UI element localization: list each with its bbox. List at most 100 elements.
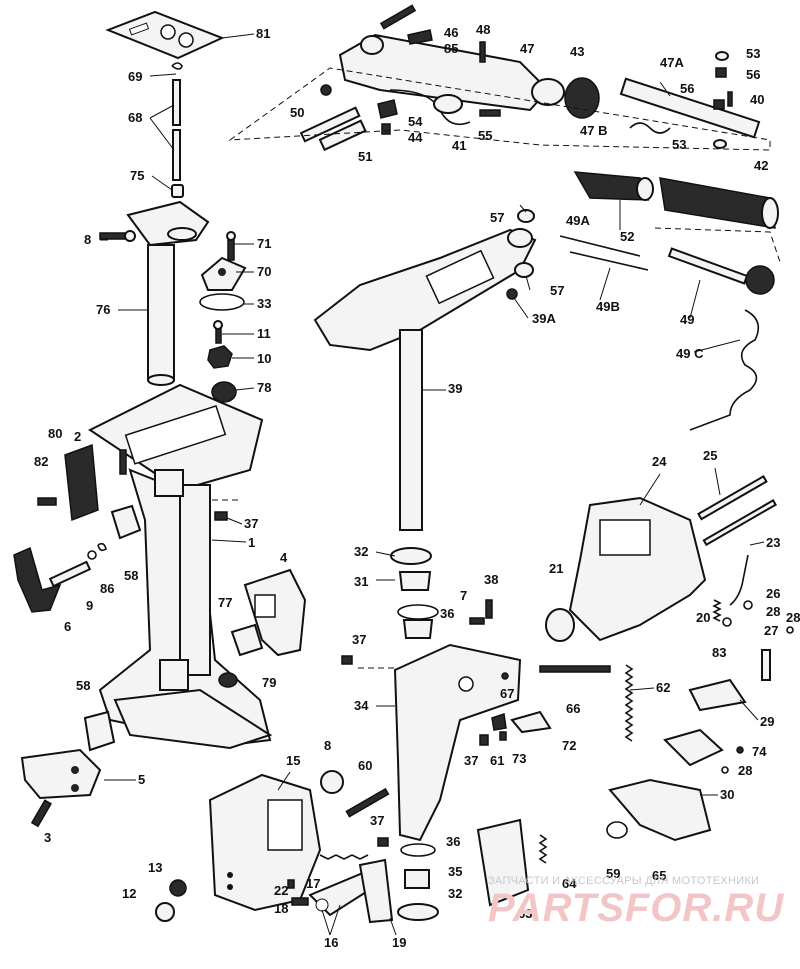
label-72: 72 (562, 738, 576, 753)
label-22: 22 (274, 883, 288, 898)
washer-57-a (517, 209, 535, 223)
bracket-30 (663, 728, 724, 767)
stern-bracket-34 (393, 643, 522, 842)
screw-7 (469, 617, 485, 625)
label-3: 3 (44, 830, 51, 845)
leader-lines (100, 33, 765, 936)
part-labels: 81 46 85 48 47 43 53 47A 56 69 56 40 68 … (34, 22, 800, 950)
label-51: 51 (358, 149, 372, 164)
midsection-housing-1 (88, 383, 273, 750)
label-39A: 39A (532, 311, 556, 326)
screw-18 (291, 897, 309, 906)
pin-67 (501, 672, 509, 680)
gasket-81 (105, 10, 225, 60)
rod-68 (172, 79, 181, 181)
washer-53-low (713, 139, 727, 149)
spring-47B (629, 122, 671, 134)
label-65: 65 (652, 868, 666, 883)
label-42: 42 (754, 158, 768, 173)
swivel-bracket-24 (568, 496, 707, 642)
label-47A: 47A (660, 55, 684, 70)
screw-8-top (99, 230, 136, 242)
label-18: 18 (274, 901, 288, 916)
clip-28-a (743, 600, 753, 610)
label-25: 25 (703, 448, 717, 463)
label-86: 86 (100, 581, 114, 596)
plate-63 (476, 818, 530, 907)
label-36-lower: 36 (446, 834, 460, 849)
spring-59 (606, 821, 628, 839)
label-7: 7 (460, 588, 467, 603)
label-9: 9 (86, 598, 93, 613)
label-35: 35 (448, 864, 462, 879)
label-37-c: 37 (464, 753, 478, 768)
label-30: 30 (720, 787, 734, 802)
label-67: 67 (500, 686, 514, 701)
label-49: 49 (680, 312, 694, 327)
label-16: 16 (324, 935, 338, 950)
spring-64 (538, 834, 548, 864)
label-53-top: 53 (746, 46, 760, 61)
oring-36-upper (397, 604, 439, 620)
label-58-upper: 58 (124, 568, 138, 583)
label-43: 43 (570, 44, 584, 59)
label-28-c: 28 (738, 763, 752, 778)
label-27: 27 (764, 623, 778, 638)
rod-49A (559, 235, 641, 257)
label-31: 31 (354, 574, 368, 589)
throttle-cam-55 (433, 94, 501, 117)
label-1: 1 (248, 535, 255, 550)
bushing-31 (398, 571, 434, 639)
label-83: 83 (712, 645, 726, 660)
label-62: 62 (656, 680, 670, 695)
washer-53-top (715, 51, 729, 61)
label-20: 20 (696, 610, 710, 625)
stop-switch-49 (667, 247, 775, 295)
grip-43 (564, 77, 600, 119)
label-44: 44 (408, 130, 423, 145)
label-77: 77 (218, 595, 232, 610)
gear-78 (211, 381, 237, 403)
block-54 (377, 99, 398, 119)
washer-8-lower (320, 770, 344, 794)
pin-40 (727, 91, 733, 107)
label-8-lower: 8 (324, 738, 331, 753)
label-49A: 49A (566, 213, 590, 228)
label-10: 10 (257, 351, 271, 366)
label-32-upper: 32 (354, 544, 368, 559)
screw-39A (506, 288, 518, 300)
screw-82 (37, 497, 57, 506)
clamp-bracket-15 (208, 773, 322, 912)
washer-57-b (514, 262, 534, 278)
bolt-25 (697, 475, 768, 521)
pin-22 (287, 879, 295, 889)
label-59: 59 (606, 866, 620, 881)
label-26: 26 (766, 586, 780, 601)
label-50: 50 (290, 105, 304, 120)
label-24: 24 (652, 454, 667, 469)
pad-58-upper (110, 504, 142, 540)
label-58-lower: 58 (76, 678, 90, 693)
steering-shaft-39 (399, 329, 423, 531)
watermark-caption: ЗАПЧАСТИ И АКСЕССУАРЫ ДЛЯ МОТОТЕХНИКИ (488, 875, 760, 887)
bolt-38 (485, 599, 493, 619)
label-63: 63 (518, 906, 532, 921)
nut-10 (207, 345, 233, 369)
label-33: 33 (257, 296, 271, 311)
pad-58-lower (83, 710, 116, 752)
label-74: 74 (752, 744, 767, 759)
label-15: 15 (286, 753, 300, 768)
label-79: 79 (262, 675, 276, 690)
label-82: 82 (34, 454, 48, 469)
exhaust-tube-76 (126, 200, 210, 386)
label-49B: 49B (596, 299, 620, 314)
label-53-low: 53 (672, 137, 686, 152)
label-57-a: 57 (490, 210, 504, 225)
watermark-logo: PARTSFOR.RU (488, 886, 785, 930)
label-46: 46 (444, 25, 458, 40)
label-4: 4 (280, 550, 288, 565)
screw-37-bottom (377, 837, 389, 847)
bracket-70 (200, 256, 247, 291)
